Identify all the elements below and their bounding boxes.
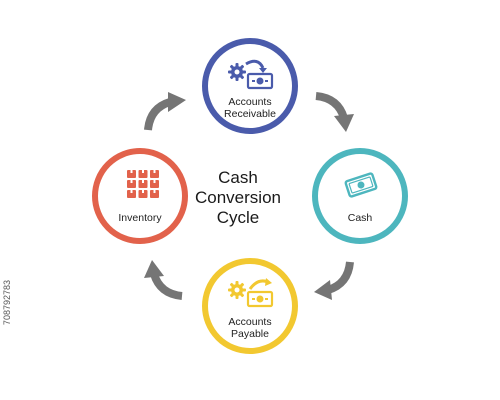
arrow-inventory-to-receivable [144, 92, 186, 131]
node-label-accounts-receivable: Accounts Receivable [208, 96, 292, 120]
label-line: Receivable [224, 108, 276, 120]
gear-and-cash-icon [228, 59, 274, 90]
label-line: Accounts [228, 316, 272, 328]
node-label-accounts-payable: Accounts Payable [208, 316, 292, 340]
node-label-cash: Cash [318, 212, 402, 224]
label-line: Payable [231, 328, 269, 340]
node-label-inventory: Inventory [98, 212, 182, 224]
boxes-icon [127, 170, 159, 198]
banknote-icon [344, 172, 378, 198]
label-line: Inventory [118, 212, 162, 224]
title-line-2: Conversion [195, 188, 281, 207]
node-cash: Cash [312, 148, 408, 244]
node-inventory: Inventory [92, 148, 188, 244]
arrow-cash-to-payable [314, 261, 354, 300]
gear-and-cash-icon [228, 278, 274, 308]
diagram-title: Cash Conversion Cycle [188, 168, 288, 228]
label-line: Cash [347, 212, 373, 224]
stock-id-watermark: 708792783 [2, 280, 12, 326]
node-accounts-payable: Accounts Payable [202, 258, 298, 354]
label-line: Accounts [228, 96, 272, 108]
node-accounts-receivable: Accounts Receivable [202, 38, 298, 134]
arrow-payable-to-inventory [144, 260, 183, 300]
title-line-1: Cash [218, 168, 258, 187]
arrow-receivable-to-cash [315, 92, 354, 132]
title-line-3: Cycle [216, 208, 260, 227]
